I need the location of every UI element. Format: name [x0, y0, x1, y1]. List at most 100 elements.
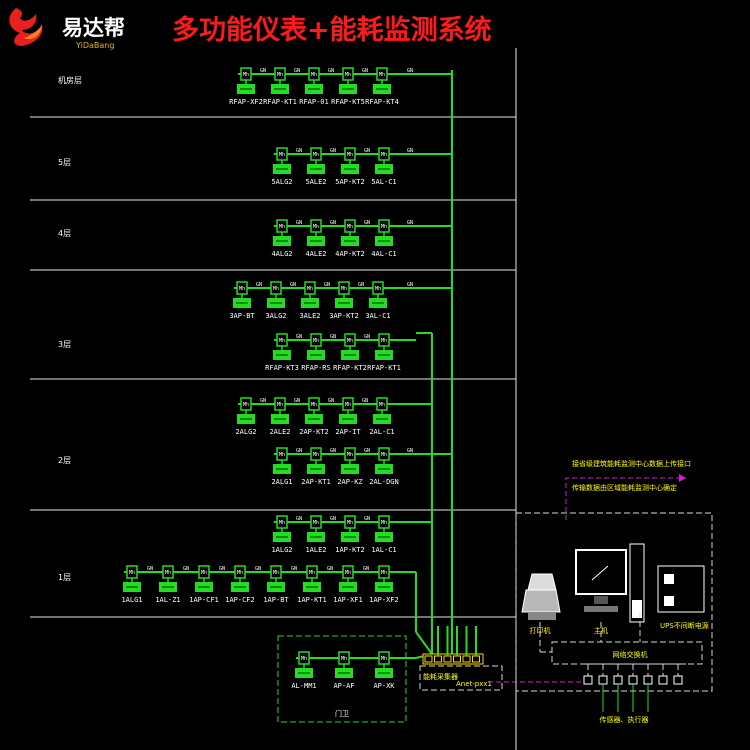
- meter-tag: Mh: [313, 224, 319, 230]
- meter-device[interactable]: Mh 5ALE2: [305, 147, 327, 186]
- collector-ports: [424, 655, 480, 663]
- switch-label: 网络交换机: [613, 650, 648, 659]
- meter-tag: Mh: [201, 570, 207, 576]
- meter-device[interactable]: Mh 3ALG2: [265, 281, 287, 320]
- upload-link: 接省级建筑能耗监测中心数据上传接口 传输数据由区域能耗监测中心确定: [488, 459, 691, 683]
- meter-device[interactable]: Mh 1ALG2: [271, 515, 293, 554]
- switch-port-icon: [583, 675, 593, 685]
- link-tag: GN: [255, 566, 261, 572]
- meter-tag: Mh: [301, 656, 307, 662]
- switch-port-icon: [643, 675, 653, 685]
- device-label: 1AL-Z1: [155, 596, 180, 604]
- device-label: 3ALG2: [265, 312, 286, 320]
- meter-tag: Mh: [307, 286, 313, 292]
- link-tag: GN: [363, 566, 369, 572]
- link-tag: GN: [294, 68, 300, 74]
- collector: 能耗采集器 Anet-pxx1: [419, 626, 503, 691]
- link-tag: GN: [330, 334, 336, 340]
- meter-tag: Mh: [309, 570, 315, 576]
- device-label: RFAP-KT3: [265, 364, 299, 372]
- link-tag: GN: [294, 398, 300, 404]
- device-label: 5ALE2: [305, 178, 326, 186]
- link-tag: GN: [407, 220, 413, 226]
- device-label: 1AP-XF2: [369, 596, 399, 604]
- collector-port-icon: [424, 655, 433, 663]
- logo-swoosh-icon: [24, 24, 42, 40]
- link-tag: GN: [296, 448, 302, 454]
- meter-tag: Mh: [273, 286, 279, 292]
- logo-subtext: YiDaBang: [75, 41, 114, 50]
- device-label: 2AP-KT1: [301, 478, 331, 486]
- collector-port-icon: [443, 655, 452, 663]
- pc-tower-panel-icon: [632, 600, 642, 618]
- link-tag: GN: [260, 68, 266, 74]
- meter-tag: Mh: [313, 152, 319, 158]
- link-tag: GN: [219, 566, 225, 572]
- device-label: 1AP-CF2: [225, 596, 255, 604]
- meter-tag: Mh: [345, 72, 351, 78]
- link-tag: GN: [330, 516, 336, 522]
- device-label: RFAP-XF2: [229, 98, 263, 106]
- link-tag: GN: [256, 282, 262, 288]
- host-label: 主机: [594, 626, 608, 635]
- floor-label-2: 2层: [58, 456, 71, 465]
- floor-label-5: 5层: [58, 158, 71, 167]
- meter-tag: Mh: [165, 570, 171, 576]
- link-tag: GN: [364, 148, 370, 154]
- meter-tag: Mh: [279, 520, 285, 526]
- device-label: RFAP-KT1: [367, 364, 401, 372]
- meter-device[interactable]: Mh 1AL-Z1: [155, 565, 181, 604]
- meter-tag: Mh: [381, 656, 387, 662]
- meter-tag: Mh: [311, 72, 317, 78]
- collector-frame: [419, 665, 503, 691]
- meter-tag: Mh: [379, 72, 385, 78]
- device-label: 1ALG2: [271, 546, 292, 554]
- printer: 打印机: [521, 573, 561, 635]
- device-label: 5AL-C1: [371, 178, 396, 186]
- device-label: 4AP-KT2: [335, 250, 365, 258]
- link-tag: GN: [327, 566, 333, 572]
